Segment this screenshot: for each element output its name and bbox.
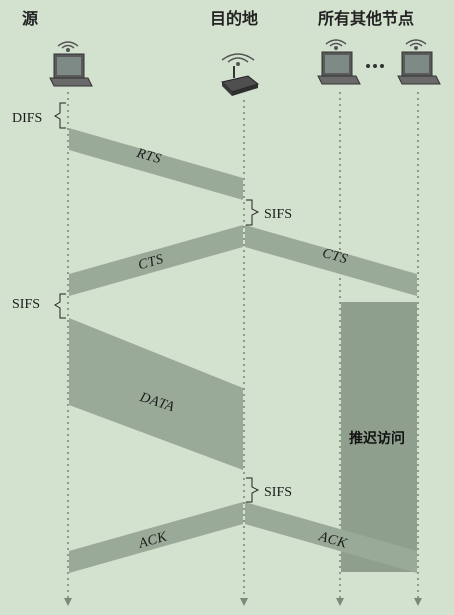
difs-label: DIFS <box>12 111 42 126</box>
defer-access-block <box>341 302 417 572</box>
sifs-label: SIFS <box>12 297 40 312</box>
header-destination: 目的地 <box>210 9 258 28</box>
cts-band-to-source <box>69 225 243 296</box>
sifs-label: SIFS <box>264 207 292 222</box>
other-node-laptop-icon <box>317 39 361 85</box>
other-node-laptop-icon <box>397 39 441 85</box>
header-source: 源 <box>22 9 38 28</box>
sifs-bracket <box>246 477 260 503</box>
ellipsis-dots <box>366 64 384 68</box>
source-laptop-icon <box>49 41 93 87</box>
cts-label: CTS <box>137 252 166 273</box>
ack-band-to-others <box>245 502 417 573</box>
rts-band <box>69 128 243 200</box>
timelines <box>67 92 419 598</box>
sifs-bracket <box>246 199 260 226</box>
access-point-icon <box>221 53 260 96</box>
cts-band-to-others <box>245 225 417 296</box>
cts-label-others: CTS <box>321 246 350 267</box>
sifs-bracket <box>54 293 66 319</box>
difs-bracket <box>54 102 66 129</box>
ack-band-to-source <box>69 502 243 573</box>
sifs-label: SIFS <box>264 485 292 500</box>
rts-label: RTS <box>134 146 163 168</box>
header-other-nodes: 所有其他节点 <box>318 9 414 28</box>
timeline-arrowheads <box>64 598 422 606</box>
data-band <box>69 318 243 470</box>
defer-access-label: 推迟访问 <box>349 430 405 447</box>
